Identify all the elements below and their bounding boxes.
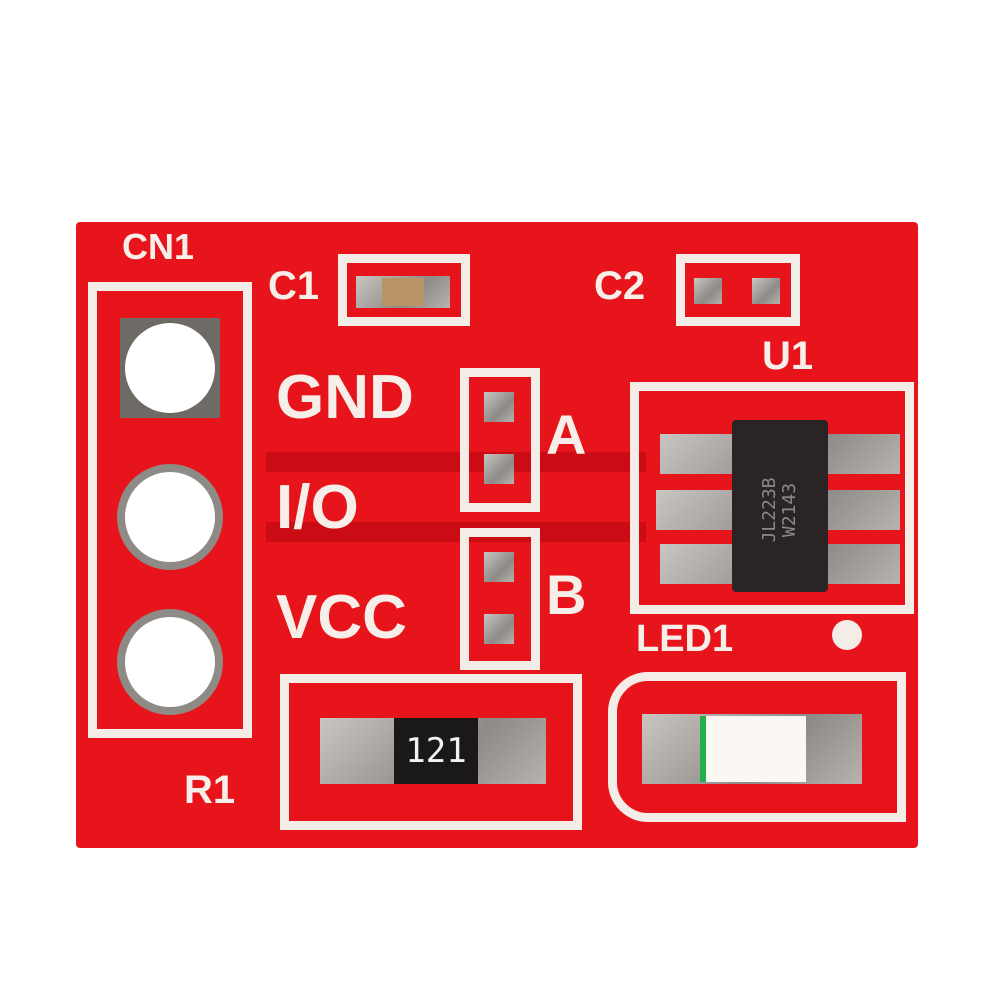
trace [266, 452, 646, 472]
u1-outline [630, 382, 914, 614]
u1-label: U1 [762, 334, 814, 378]
r1-outline [280, 674, 582, 830]
c2-outline [676, 254, 800, 326]
led1-label: LED1 [636, 618, 734, 660]
jumper-a-label: A [546, 403, 587, 466]
ic-marking-line2: W2143 [779, 482, 800, 538]
vcc-label: VCC [276, 583, 407, 652]
ic-marking-line1: JL223B [759, 477, 780, 543]
led-outline [608, 672, 906, 822]
trace [266, 522, 646, 542]
jumper-b-label: B [546, 563, 587, 626]
u1-chip: JL223B W2143 [732, 420, 828, 592]
c2-pad [694, 278, 722, 304]
c1-outline [338, 254, 470, 326]
r1-resistor: 121 [394, 718, 478, 784]
fiducial-dot [832, 620, 862, 650]
c1-label: C1 [268, 264, 320, 308]
c2-pad [752, 278, 780, 304]
pin-hole-gnd [125, 323, 215, 413]
connector-outline [88, 282, 252, 738]
jumper-b-outline [460, 528, 540, 670]
pin-hole-io [117, 464, 223, 570]
jumper-b-pad [484, 614, 514, 644]
r1-label: R1 [184, 768, 236, 812]
jumper-a-pad [484, 454, 514, 484]
jumper-a-pad [484, 392, 514, 422]
io-label: I/O [276, 473, 359, 542]
gnd-label: GND [276, 363, 414, 432]
jumper-a-outline [460, 368, 540, 512]
pcb-board: CN1 GND I/O VCC C1 C2 A B U1 JL223B W214… [76, 222, 918, 848]
cn1-label: CN1 [122, 226, 195, 267]
pin-hole-vcc [117, 609, 223, 715]
jumper-b-pad [484, 552, 514, 582]
c2-label: C2 [594, 264, 646, 308]
led-component [700, 716, 806, 782]
c1-capacitor [382, 278, 424, 306]
